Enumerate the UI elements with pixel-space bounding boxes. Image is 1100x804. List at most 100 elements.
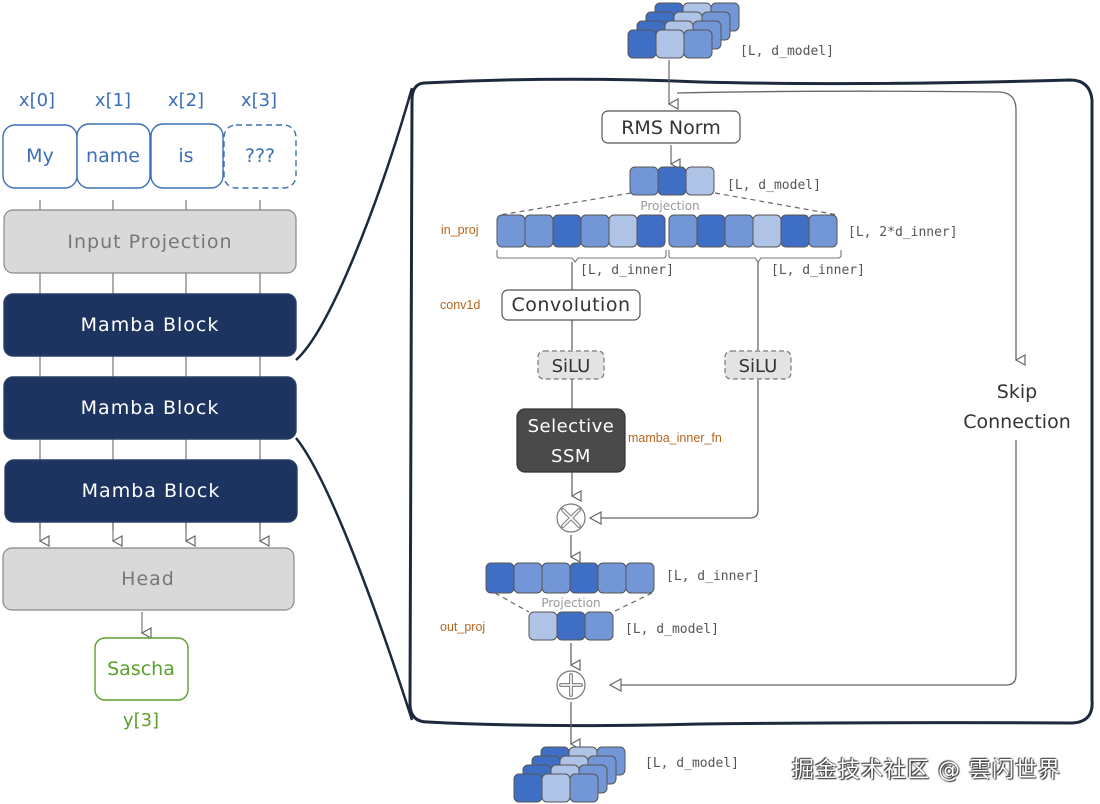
token-box-unknown <box>223 124 297 189</box>
token-box <box>150 123 224 189</box>
tensor-cell <box>552 214 582 248</box>
tensor-cell <box>580 214 610 248</box>
tensor-cell <box>752 214 782 248</box>
mamba-block-label: Mamba Block <box>81 397 220 419</box>
tensor-cell <box>657 166 687 196</box>
ssm-label-line2: SSM <box>551 446 591 467</box>
tensor-cell <box>597 562 627 594</box>
tensor-cell <box>541 562 571 594</box>
mamba-block-3: Mamba Block <box>4 459 298 523</box>
tensor-cell <box>584 611 614 641</box>
tensor-cell <box>513 562 543 594</box>
skip-connection-label-line1: Skip <box>997 381 1037 403</box>
zoom-line-top <box>295 87 414 361</box>
skip-connection-label-line2: Connection <box>963 411 1071 433</box>
tensor-cell <box>724 214 754 248</box>
norm-tensor <box>629 166 715 196</box>
mamba-block-label: Mamba Block <box>81 314 220 336</box>
right-split-brace <box>668 250 842 263</box>
in-projection-lines <box>499 192 839 216</box>
in-proj-tensor <box>496 214 838 248</box>
mamba-inner-fn-label: mamba_inner_fn <box>628 431 722 445</box>
zoom-line-bottom <box>295 437 414 721</box>
token-index: x[3] <box>241 90 277 111</box>
silu-right-label: SiLU <box>739 356 778 377</box>
right-branch-shape: [L, d_inner] <box>771 263 865 278</box>
token-box <box>76 123 151 189</box>
output-token: Sascha y[3] <box>94 637 189 731</box>
tensor-cell <box>780 214 810 248</box>
tensor-cell <box>608 214 638 248</box>
convolution-box: Convolution <box>501 289 641 321</box>
mamba-block-1: Mamba Block <box>3 293 297 357</box>
convolution-label: Convolution <box>511 294 630 316</box>
silu-right-box: SiLU <box>724 350 792 380</box>
head-box: Head <box>2 547 295 611</box>
tensor-cell <box>556 611 586 641</box>
output-shape-label: [L, d_model] <box>645 756 739 771</box>
out-proj-shape-label: [L, d_model] <box>625 622 719 637</box>
watermark: 掘金技术社区 @ 雲闪世界 <box>792 758 1061 783</box>
token-index: x[2] <box>168 90 204 111</box>
out-projection-lines <box>494 592 653 613</box>
tensor-cell <box>808 214 838 248</box>
in-proj-label: in_proj <box>441 223 479 237</box>
in-proj-shape-label: [L, 2*d_inner] <box>848 225 958 240</box>
mamba-block-2: Mamba Block <box>3 376 297 440</box>
tensor-cell <box>683 29 713 59</box>
token-text: name <box>86 145 140 167</box>
left-split-brace <box>496 250 667 263</box>
input-tensor-stack <box>627 2 740 59</box>
tensor-cell <box>668 214 698 248</box>
projection-label-top: Projection <box>640 199 699 213</box>
input-shape-label: [L, d_model] <box>740 44 834 59</box>
silu-left-label: SiLU <box>552 356 591 377</box>
add-node <box>556 670 586 700</box>
input-projection-label: Input Projection <box>67 231 232 253</box>
tensor-cell <box>541 773 571 803</box>
token-index: x[1] <box>95 90 131 111</box>
output-tensor-stack <box>513 746 626 803</box>
token-indices: x[0] x[1] x[2] x[3] <box>19 90 277 111</box>
rms-norm-box: RMS Norm <box>601 110 741 144</box>
tensor-cell <box>627 29 657 59</box>
token-text: My <box>26 145 54 167</box>
tensor-cell <box>513 773 543 803</box>
out-proj-tensor <box>528 611 614 641</box>
head-arrows <box>40 522 260 541</box>
tensor-cell <box>696 214 726 248</box>
mamba-block-label: Mamba Block <box>82 480 221 502</box>
tensor-cell <box>625 562 655 594</box>
ssm-label-line1: Selective <box>528 416 615 437</box>
selective-ssm-box: Selective SSM <box>516 408 626 473</box>
inner-shape-label: [L, d_inner] <box>666 569 760 584</box>
tensor-cell <box>569 562 599 594</box>
input-projection-box: Input Projection <box>3 209 297 274</box>
silu-left-box: SiLU <box>537 350 605 380</box>
skip-connection-line <box>676 90 1016 360</box>
tensor-cell <box>485 562 515 594</box>
token-text: is <box>178 145 193 167</box>
out-proj-label: out_proj <box>440 620 485 634</box>
tensor-cell <box>655 29 685 59</box>
gate-line <box>590 380 759 518</box>
tensor-cell <box>636 214 666 248</box>
tensor-cell <box>528 611 558 641</box>
head-label: Head <box>121 568 175 590</box>
tensor-cell <box>629 166 659 196</box>
projection-label-bottom: Projection <box>541 596 600 610</box>
output-index: y[3] <box>123 710 159 731</box>
input-tokens: My name is ??? <box>2 123 297 189</box>
tensor-cell <box>685 166 715 196</box>
multiply-node <box>556 503 586 533</box>
norm-shape-label: [L, d_model] <box>727 178 821 193</box>
tensor-cell <box>496 214 526 248</box>
mamba-block-detail-frame <box>408 77 1094 728</box>
token-text: ??? <box>245 145 275 167</box>
conv1d-label: conv1d <box>440 298 480 312</box>
rms-norm-label: RMS Norm <box>621 117 721 139</box>
output-token-text: Sascha <box>107 658 175 680</box>
token-index: x[0] <box>19 90 55 111</box>
tensor-cell <box>569 773 599 803</box>
